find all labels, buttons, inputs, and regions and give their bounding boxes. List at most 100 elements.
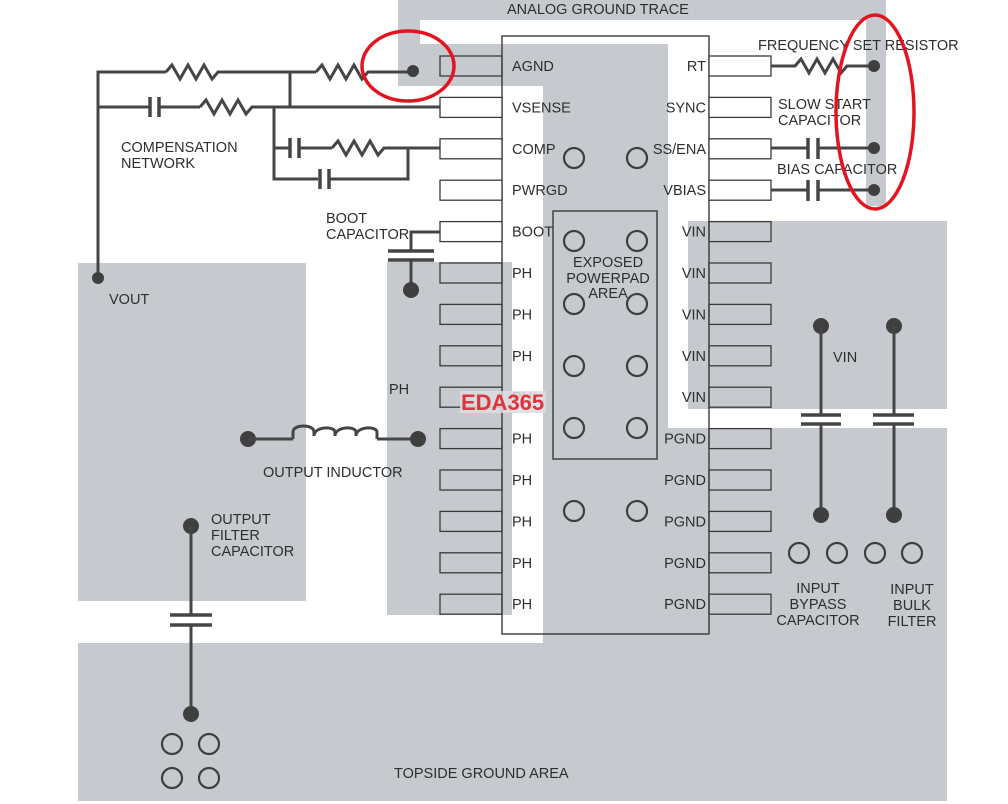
thermal-vias xyxy=(562,146,649,523)
ph-area-label: PH xyxy=(389,382,409,398)
pin-label-right: VIN xyxy=(682,307,706,323)
output-filter-capacitor-label-2: FILTER xyxy=(211,528,260,544)
boot-capacitor-label-2: CAPACITOR xyxy=(326,227,409,243)
pin-label-left: PH xyxy=(512,473,532,489)
compensation-network-label-1: COMPENSATION xyxy=(121,140,238,156)
exposed-powerpad-label-2: POWERPAD xyxy=(566,271,650,287)
pad-left-ph xyxy=(439,427,503,450)
input-bypass-capacitor-label-1: INPUT xyxy=(796,581,840,597)
pin-label-right: VBIAS xyxy=(663,183,706,199)
watermark: EDA365 xyxy=(461,390,544,415)
pin-label-right: PGND xyxy=(664,514,706,530)
right-pin-labels: RTSYNCSS/ENAVBIASVINVINVINVINVINPGNDPGND… xyxy=(653,59,707,613)
vout-label: VOUT xyxy=(109,292,149,308)
compensation-network-label-2: NETWORK xyxy=(121,156,195,172)
pin-label-right: SYNC xyxy=(666,100,706,116)
pad-right-vin xyxy=(708,220,772,243)
pin-label-right: PGND xyxy=(664,597,706,613)
input-bulk-filter xyxy=(863,318,924,565)
comp-resistor-2 xyxy=(198,96,274,118)
agnd-highlight-circle xyxy=(360,29,456,103)
pad-right-vin xyxy=(708,386,772,408)
pad-right-rt xyxy=(708,55,772,77)
output-filter-capacitor xyxy=(160,518,221,790)
pad-left-ph xyxy=(439,345,503,367)
pad-right-pgnd xyxy=(708,593,772,615)
watermark-bg xyxy=(460,391,546,413)
slow-start-capacitor-label-2: CAPACITOR xyxy=(778,113,861,129)
pad-left-ph xyxy=(439,593,503,615)
pad-right-ss-ena xyxy=(708,138,772,160)
left-pads xyxy=(439,55,503,615)
slow-start-capacitor-label-1: SLOW START xyxy=(778,97,871,113)
bias-capacitor-label: BIAS CAPACITOR xyxy=(777,162,897,178)
pin-label-left: COMP xyxy=(512,142,556,158)
ic-body xyxy=(501,35,710,635)
input-bypass-capacitor-label-3: CAPACITOR xyxy=(776,613,859,629)
pin-label-left: PH xyxy=(512,514,532,530)
vin-area-label: VIN xyxy=(833,350,857,366)
pin-label-left: BOOT xyxy=(512,225,553,241)
pad-right-sync xyxy=(708,96,772,119)
comp-resistor-3 xyxy=(330,137,440,159)
analog-ground-trace-label: ANALOG GROUND TRACE xyxy=(507,2,689,18)
vin-copper-area xyxy=(688,221,947,409)
frequency-set-resistor xyxy=(771,55,880,77)
input-bulk-filter-label-3: FILTER xyxy=(888,614,937,630)
pin-label-left: PH xyxy=(512,349,532,365)
pad-left-agnd xyxy=(439,55,503,77)
pad-right-pgnd xyxy=(708,552,772,574)
pad-left-pwrgd xyxy=(439,179,503,201)
input-bypass-capacitor xyxy=(787,318,849,565)
pad-right-pgnd xyxy=(708,510,772,533)
frequency-set-resistor-label: FREQUENCY SET RESISTOR xyxy=(758,38,959,54)
pad-right-vin xyxy=(708,262,772,284)
pin-label-right: VIN xyxy=(682,390,706,406)
output-filter-capacitor-label-3: CAPACITOR xyxy=(211,544,294,560)
agnd-resistor xyxy=(314,61,378,83)
pin-label-left: PWRGD xyxy=(512,183,568,199)
input-bulk-filter-label-1: INPUT xyxy=(890,582,934,598)
topside-ground-area xyxy=(78,428,947,801)
labels: ANALOG GROUND TRACE FREQUENCY SET RESIST… xyxy=(109,2,959,782)
pin-label-right: VIN xyxy=(682,349,706,365)
pad-right-pgnd xyxy=(708,427,772,450)
output-inductor-label: OUTPUT INDUCTOR xyxy=(263,465,403,481)
vout-node xyxy=(92,272,104,284)
pad-right-pgnd xyxy=(708,469,772,491)
pin-label-right: VIN xyxy=(682,225,706,241)
analog-ground-trace xyxy=(398,0,886,540)
pad-left-ph xyxy=(439,510,503,533)
pad-left-ph xyxy=(439,552,503,574)
pad-right-vin xyxy=(708,303,772,326)
pad-right-vbias xyxy=(708,179,772,201)
pad-left-boot xyxy=(439,220,503,243)
exposed-powerpad-label-1: EXPOSED xyxy=(573,255,643,271)
pin-label-left: PH xyxy=(512,432,532,448)
input-bypass-capacitor-label-2: BYPASS xyxy=(790,597,847,613)
pad-left-vsense xyxy=(439,96,503,119)
agnd-node xyxy=(407,65,419,77)
pin-label-left: PH xyxy=(512,597,532,613)
boot-capacitor-label-1: BOOT xyxy=(326,211,367,227)
pin-label-left: PH xyxy=(512,266,532,282)
pad-right-vin xyxy=(708,345,772,367)
slow-start-capacitor xyxy=(771,138,880,159)
topside-ground-area-label: TOPSIDE GROUND AREA xyxy=(394,766,569,782)
pad-left-comp xyxy=(439,138,503,160)
pin-label-right: PGND xyxy=(664,473,706,489)
compensation-network xyxy=(92,61,440,284)
right-pads xyxy=(708,55,772,615)
right-ground-highlight-ellipse xyxy=(834,13,916,211)
bias-capacitor xyxy=(771,180,880,201)
pin-label-right: VIN xyxy=(682,266,706,282)
output-filter-capacitor-label-1: OUTPUT xyxy=(211,512,271,528)
exposed-powerpad-label-3: AREA xyxy=(588,286,628,302)
pad-left-ph xyxy=(439,262,503,284)
pin-label-left: AGND xyxy=(512,59,554,75)
pin-label-right: PGND xyxy=(664,432,706,448)
pad-left-ph xyxy=(439,469,503,491)
output-inductor xyxy=(240,424,426,447)
pin-label-left: VSENSE xyxy=(512,100,571,116)
